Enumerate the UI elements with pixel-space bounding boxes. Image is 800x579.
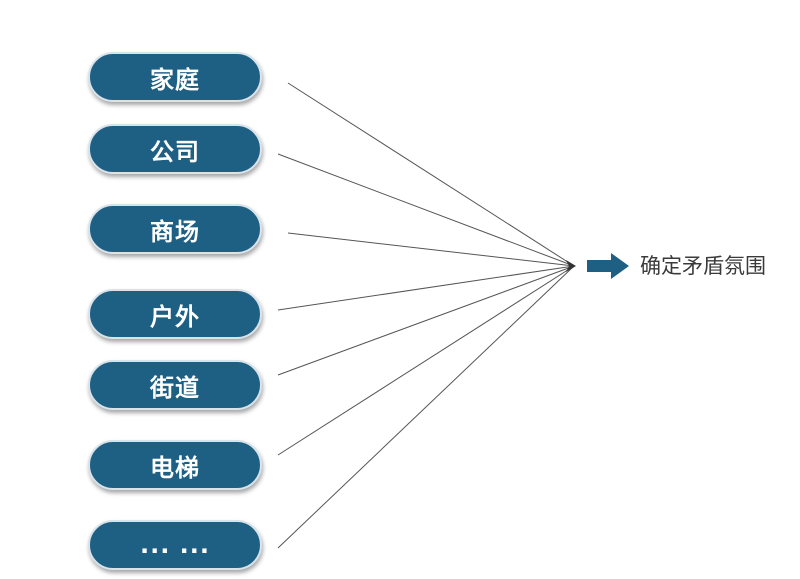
connector-line-more: [277, 265, 575, 549]
source-node-label: 街道: [150, 373, 200, 402]
source-node-dianti: 电梯: [88, 440, 262, 490]
source-node-label: 商场: [150, 217, 200, 246]
source-node-label: 户外: [150, 302, 200, 331]
connector-line-jiating: [287, 82, 575, 267]
connector-line-shangchang: [287, 232, 575, 267]
connector-line-dianti: [277, 265, 575, 456]
connector-line-jiedao: [277, 265, 575, 376]
right-arrow-icon: [587, 253, 629, 279]
result-label: 确定矛盾氛围: [640, 254, 766, 278]
source-node-huwai: 户外: [88, 289, 262, 339]
source-node-label: 电梯: [150, 453, 200, 482]
source-node-jiating: 家庭: [88, 52, 262, 102]
source-node-gongsi: 公司: [88, 124, 262, 174]
connector-line-gongsi: [277, 153, 575, 267]
source-node-shangchang: 商场: [88, 204, 262, 254]
convergence-arrowhead: [566, 260, 576, 272]
source-node-label: 公司: [150, 137, 200, 166]
source-node-more: ... ...: [88, 520, 262, 570]
source-node-label: 家庭: [150, 65, 200, 94]
source-node-label: ... ...: [139, 531, 211, 559]
source-node-jiedao: 街道: [88, 360, 262, 410]
connector-line-huwai: [277, 265, 575, 311]
